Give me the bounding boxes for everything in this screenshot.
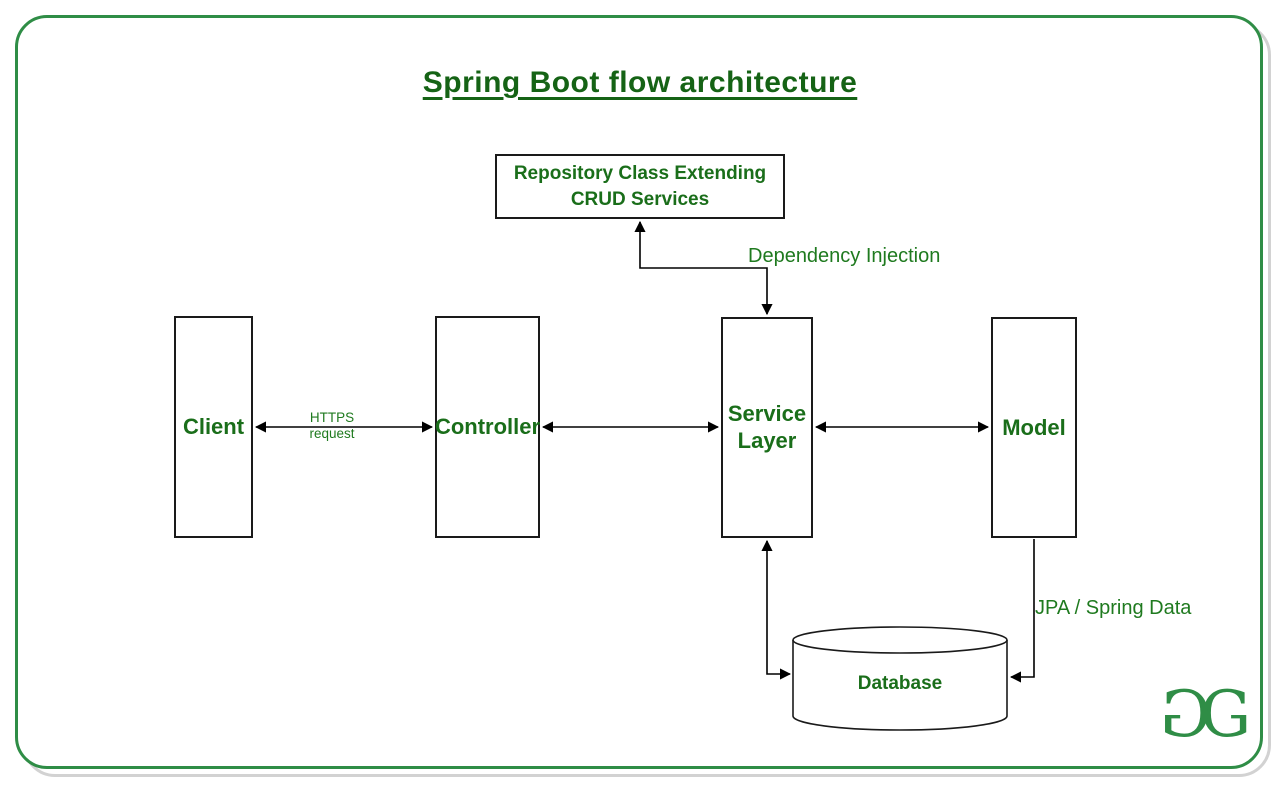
node-database-label: Database: [857, 673, 943, 694]
node-client: Client: [174, 316, 253, 538]
node-controller: Controller: [435, 316, 540, 538]
node-model: Model: [991, 317, 1077, 538]
page-title: Spring Boot flow architecture: [422, 66, 858, 99]
node-repository: Repository Class Extending CRUD Services: [495, 154, 785, 219]
label-https-line2: request: [309, 425, 355, 441]
logo-glyph-mirrored-g: G: [1160, 678, 1212, 752]
label-jpa-spring-data: JPA / Spring Data: [1035, 597, 1192, 619]
label-https-line1: HTTPS: [309, 410, 355, 425]
geeksforgeeks-logo-icon: GG: [1160, 678, 1251, 752]
label-https-request: HTTPS request: [301, 410, 363, 442]
label-dependency-injection: Dependency Injection: [748, 245, 941, 267]
logo-glyph-g: G: [1200, 678, 1252, 752]
node-service-layer: Service Layer: [721, 317, 813, 538]
